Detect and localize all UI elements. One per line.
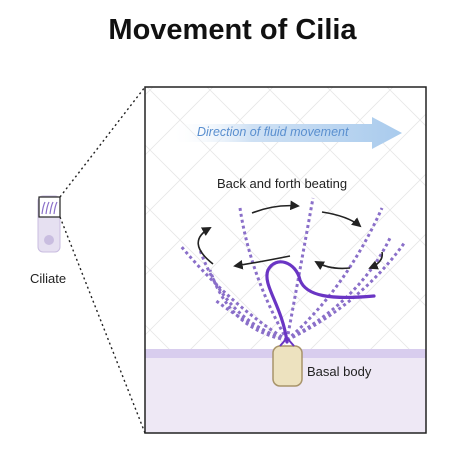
beating-label: Back and forth beating [217,176,348,191]
ciliate-cell-icon [37,195,61,253]
zoom-lines [59,86,146,434]
page-title: Movement of Cilia [108,14,357,46]
active-cilium [265,260,376,344]
ciliate-label: Ciliate [30,271,67,286]
basal-body-label: Basal body [307,364,372,379]
direction-label: Direction of fluid movement [197,125,349,139]
basal-body [272,345,303,387]
beating-cycle-arrows [197,200,384,270]
direction-arrow-icon [170,117,402,149]
